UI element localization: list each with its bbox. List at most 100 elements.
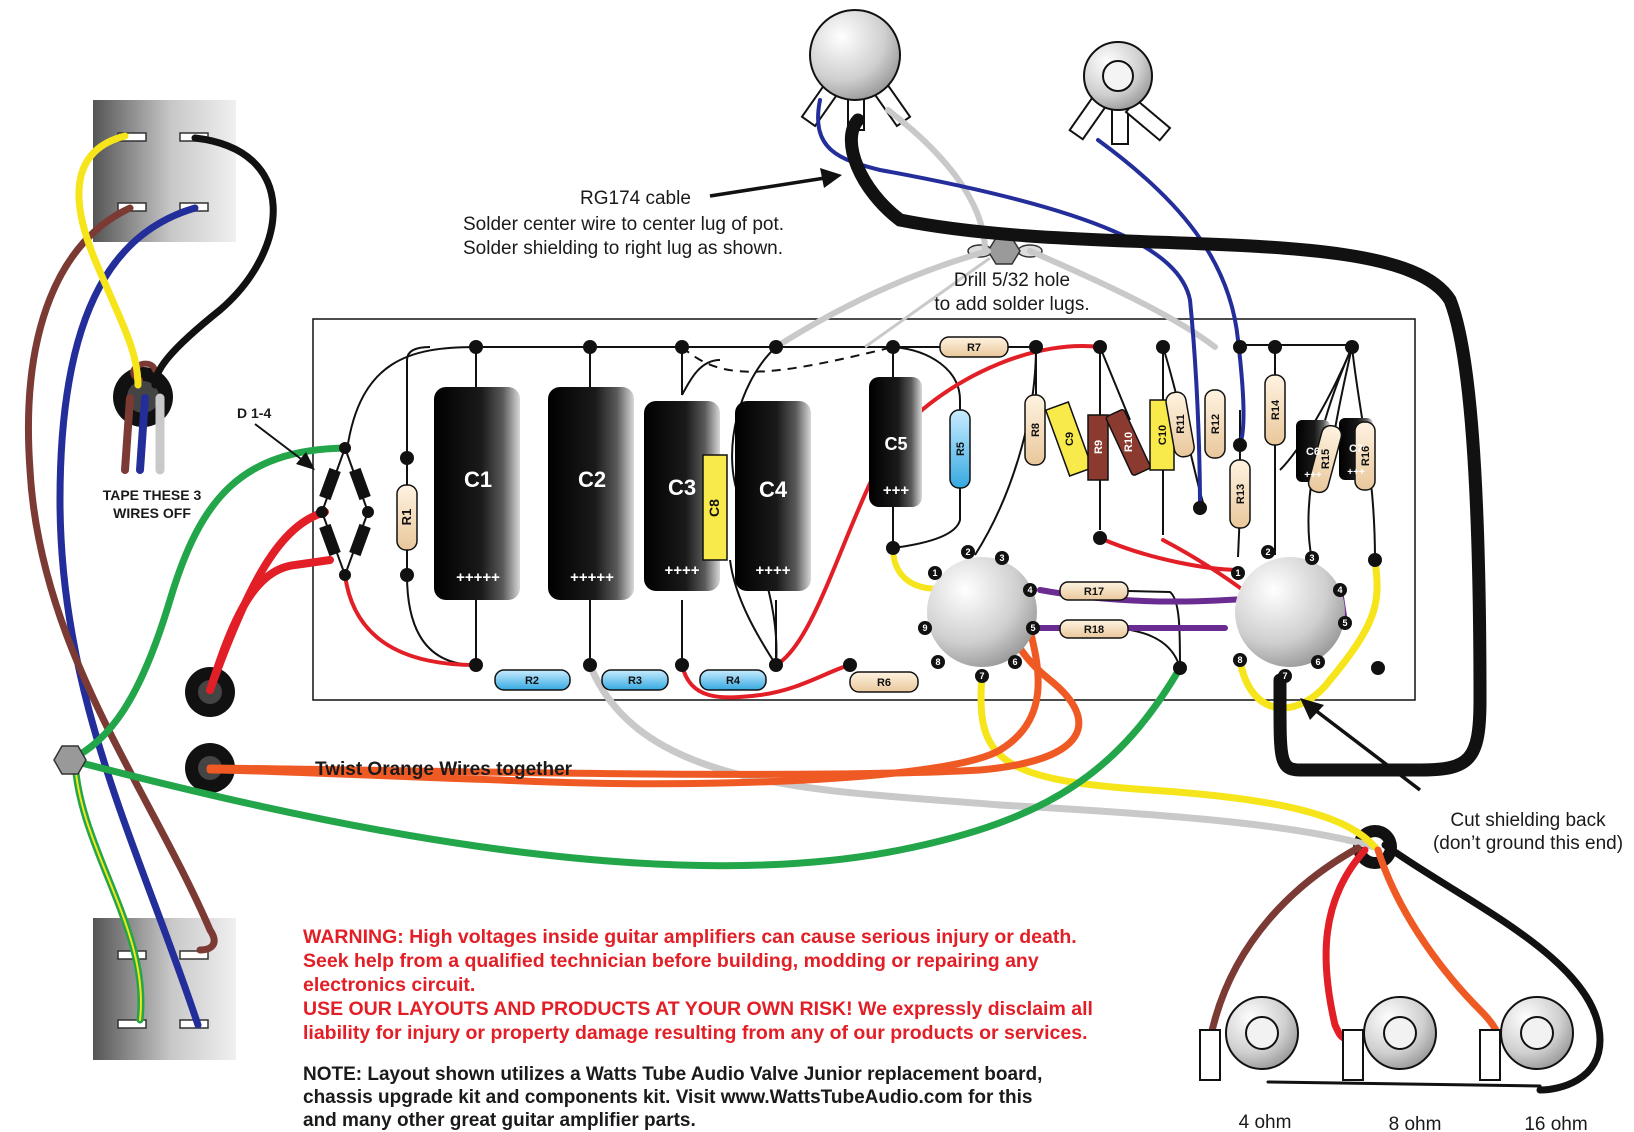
label-r2: R2 <box>525 675 539 687</box>
svg-text:3: 3 <box>999 553 1004 563</box>
jack-label-4ohm: 4 ohm <box>1239 1112 1292 1132</box>
red-wire-input-a <box>206 556 334 694</box>
label-c4: C4 <box>759 477 788 502</box>
warning-line: WARNING: High voltages inside guitar amp… <box>303 926 1077 948</box>
label-r1: R1 <box>399 509 414 526</box>
warning-line: Seek help from a qualified technician be… <box>303 950 1039 972</box>
label-c10: C10 <box>1157 425 1169 445</box>
dashed-trace <box>681 346 894 373</box>
svg-text:8: 8 <box>1237 655 1242 665</box>
gray-wire-output <box>586 661 1379 851</box>
label-r10: R10 <box>1123 432 1135 452</box>
tape-note-2: WIRES OFF <box>113 505 191 521</box>
svg-text:+++: +++ <box>1347 467 1365 478</box>
label-r5: R5 <box>955 442 967 456</box>
twist-note: Twist Orange Wires together <box>315 759 573 780</box>
svg-text:+++: +++ <box>1304 470 1322 481</box>
label-c9: C9 <box>1064 432 1076 446</box>
rg174-arrow <box>709 176 826 198</box>
rg174-note-2: Solder shielding to right lug as shown. <box>463 238 783 259</box>
blue-wire-jack <box>1096 138 1246 447</box>
green-wire-bridge <box>66 444 349 764</box>
cut-note-1: Cut shielding back <box>1450 810 1606 831</box>
warning-line: USE OUR LAYOUTS AND PRODUCTS AT YOUR OWN… <box>303 998 1093 1020</box>
label-c3: C3 <box>668 475 696 500</box>
note-block: NOTE: Layout shown utilizes a Watts Tube… <box>303 1063 1183 1132</box>
solder-pads <box>316 340 1385 675</box>
note-line: and many other great guitar amplifier pa… <box>303 1110 696 1131</box>
ground-lug <box>53 745 87 775</box>
svg-text:++++: ++++ <box>755 562 790 579</box>
yellow-cap-labels: C8 C9 C10 <box>706 425 1169 517</box>
black-wire-switch <box>151 134 277 389</box>
label-c5: C5 <box>884 434 907 454</box>
label-r7: R7 <box>967 342 981 354</box>
label-r4: R4 <box>726 675 741 687</box>
gray-wire-board-lug <box>773 248 991 350</box>
brown-wire-4ohm <box>1206 844 1362 1044</box>
speaker-bus <box>1266 1080 1542 1088</box>
label-c1: C1 <box>464 467 492 492</box>
label-r14: R14 <box>1270 399 1282 420</box>
label-r8: R8 <box>1030 423 1042 437</box>
svg-text:6: 6 <box>1315 657 1320 667</box>
red-wire-bridge <box>343 573 478 667</box>
speaker-jack-16ohm <box>1479 996 1574 1081</box>
label-c2: C2 <box>578 467 606 492</box>
svg-text:+++++: +++++ <box>570 569 614 586</box>
svg-text:4: 4 <box>1337 585 1342 595</box>
wires <box>24 98 1604 1094</box>
svg-text:7: 7 <box>1282 671 1287 681</box>
warning-line: electronics circuit. <box>303 974 476 996</box>
rg174-note-1: Solder center wire to center lug of pot. <box>463 214 784 235</box>
svg-text:+++++: +++++ <box>456 569 500 586</box>
label-r18: R18 <box>1084 624 1104 636</box>
red-wire-tube2-a <box>1098 536 1242 572</box>
svg-text:1: 1 <box>932 568 937 578</box>
red-wire-8ohm <box>1322 846 1369 1044</box>
rg174-title: RG174 cable <box>580 188 691 209</box>
capacitor-labels: C1 C2 C3 C4 C5 C6 C7 +++++ +++++ ++++ ++… <box>456 434 1365 586</box>
blue-wire-switch <box>56 204 202 1029</box>
brown-wire-switch <box>24 204 218 954</box>
black-shielded-cable <box>844 113 1487 777</box>
warning-line: liability for injury or property damage … <box>303 1022 1088 1044</box>
svg-text:2: 2 <box>1265 547 1270 557</box>
label-r6: R6 <box>877 677 891 689</box>
speaker-jack-4ohm <box>1199 996 1299 1081</box>
drill-leader-left <box>864 256 991 349</box>
jack-label-16ohm: 16 ohm <box>1524 1114 1587 1132</box>
orange-wire-b <box>206 626 1042 788</box>
black-wire-16ohm <box>1381 841 1604 1094</box>
label-c8: C8 <box>706 499 722 517</box>
svg-text:4: 4 <box>1027 585 1032 595</box>
svg-text:3: 3 <box>1309 553 1314 563</box>
cut-shielding-arrow <box>1313 708 1422 792</box>
tube-pin-labels: 1 2 3 4 5 6 7 8 9 1 2 3 4 5 6 7 8 <box>922 547 1347 681</box>
label-r16: R16 <box>1360 446 1372 466</box>
label-r3: R3 <box>628 675 642 687</box>
drill-note-2: to add solder lugs. <box>934 294 1089 315</box>
label-c6: C6 <box>1306 446 1320 458</box>
svg-text:7: 7 <box>979 671 984 681</box>
note-line: chassis upgrade kit and components kit. … <box>303 1087 1033 1108</box>
diode-arrow <box>254 423 306 463</box>
label-r17: R17 <box>1084 586 1104 598</box>
orange-wire-a <box>206 588 1083 778</box>
svg-text:+++: +++ <box>883 482 910 499</box>
label-r13: R13 <box>1235 484 1247 504</box>
tube-socket-v2 <box>1235 557 1345 667</box>
input-jack <box>1068 41 1172 145</box>
red-wire-input-b <box>206 508 329 694</box>
label-r9: R9 <box>1093 440 1105 454</box>
cut-note-2: (don’t ground this end) <box>1433 833 1623 854</box>
yellow-wire-switch <box>75 132 142 389</box>
gray-wire-lug-board <box>1027 248 1218 350</box>
yellow-wire-tube2 <box>1236 556 1381 712</box>
svg-text:6: 6 <box>1012 657 1017 667</box>
svg-text:5: 5 <box>1342 618 1347 628</box>
capacitors <box>434 377 1373 600</box>
svg-text:5: 5 <box>1030 623 1035 633</box>
note-line: NOTE: Layout shown utilizes a Watts Tube… <box>303 1064 1043 1085</box>
